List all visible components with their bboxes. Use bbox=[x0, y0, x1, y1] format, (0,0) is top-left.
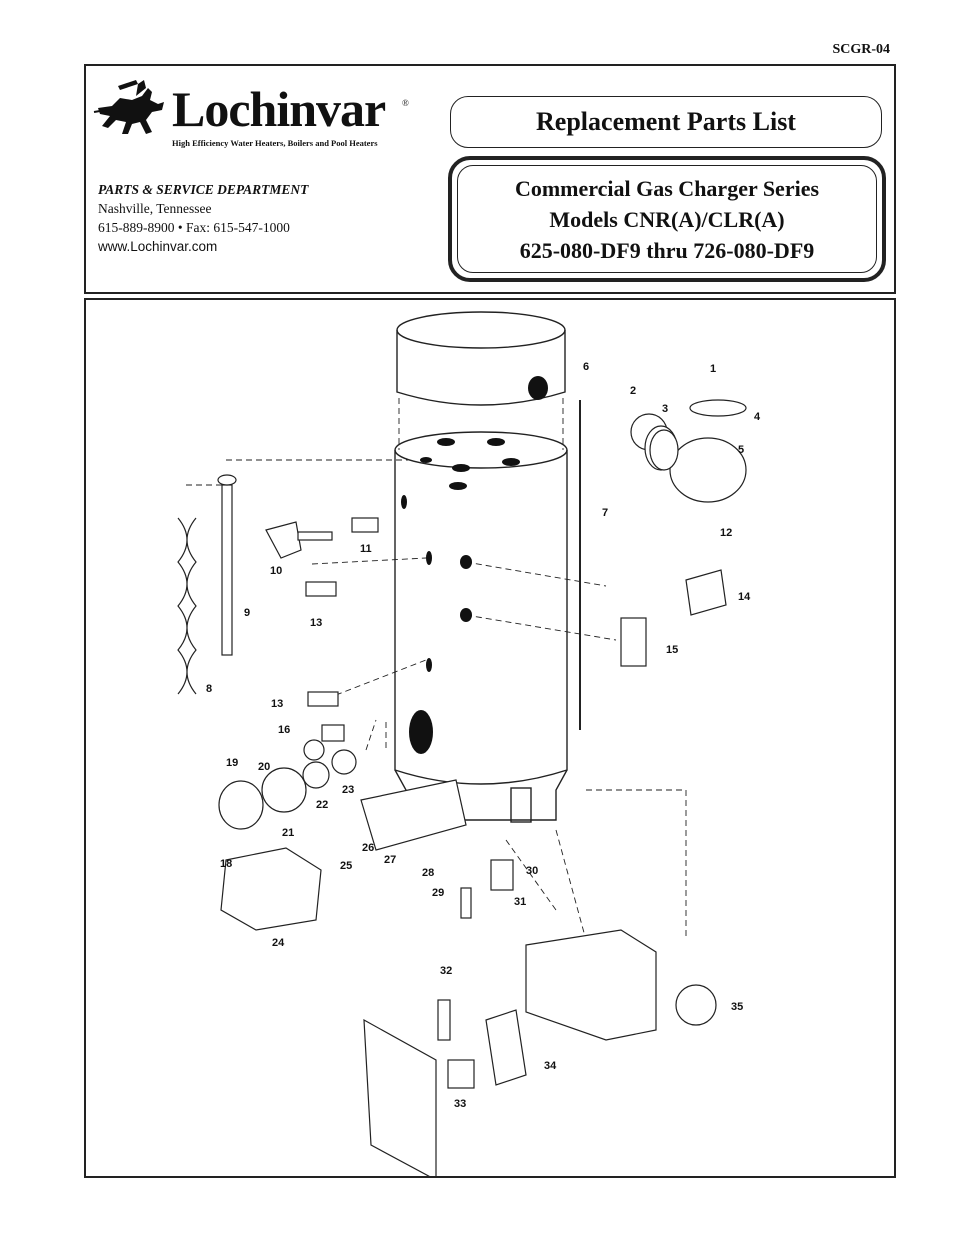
department-website[interactable]: www.Lochinvar.com bbox=[98, 239, 218, 254]
part-number-label: 16 bbox=[278, 724, 290, 736]
part-number-label: 9 bbox=[244, 607, 250, 619]
department-city: Nashville, Tennessee bbox=[98, 201, 212, 216]
part-number-label: 14 bbox=[738, 591, 751, 603]
part-number-label: 10 bbox=[270, 565, 282, 577]
series-line-1: Commercial Gas Charger Series bbox=[514, 175, 820, 201]
part-number-label: 4 bbox=[754, 411, 761, 423]
registered-mark: ® bbox=[402, 98, 409, 108]
part-number-label: 30 bbox=[526, 865, 538, 877]
part-number-label: 27 bbox=[384, 854, 396, 866]
brand-tagline: High Efficiency Water Heaters, Boilers a… bbox=[172, 138, 378, 148]
brand-logo: Lochinvar ® High Efficiency Water Heater… bbox=[92, 76, 422, 156]
series-line-3: 625-080-DF9 thru 726-080-DF9 bbox=[519, 237, 815, 263]
horse-rider-logo-icon bbox=[93, 80, 164, 134]
department-info: PARTS & SERVICE DEPARTMENT Nashville, Te… bbox=[98, 180, 308, 256]
part-number-label: 34 bbox=[544, 1060, 557, 1072]
part-number-label: 19 bbox=[226, 757, 238, 769]
department-phone: 615-889-8900 • Fax: 615-547-1000 bbox=[98, 220, 290, 235]
header-panel: Lochinvar ® High Efficiency Water Heater… bbox=[84, 64, 896, 294]
part-number-label: 29 bbox=[432, 887, 444, 899]
part-number-label: 3 bbox=[662, 403, 668, 415]
part-number-label: 7 bbox=[602, 507, 608, 519]
part-number-label: 12 bbox=[720, 527, 732, 539]
part-number-label: 13 bbox=[310, 617, 322, 629]
document-code: SCGR-04 bbox=[832, 42, 890, 57]
part-number-label: 26 bbox=[362, 842, 374, 854]
part-number-label: 32 bbox=[440, 965, 452, 977]
part-number-label: 2 bbox=[630, 385, 636, 397]
part-number-label: 6 bbox=[583, 361, 589, 373]
part-number-label: 23 bbox=[342, 784, 354, 796]
part-number-label: 35 bbox=[731, 1001, 743, 1013]
part-number-label: 8 bbox=[206, 683, 212, 695]
part-number-label: 1 bbox=[710, 363, 716, 375]
part-number-label: 15 bbox=[666, 644, 678, 656]
part-number-label: 24 bbox=[272, 937, 285, 949]
part-number-label: 31 bbox=[514, 896, 526, 908]
part-number-label: 25 bbox=[340, 860, 352, 872]
document-title: Replacement Parts List bbox=[450, 96, 882, 148]
part-number-label: 28 bbox=[422, 867, 434, 879]
part-number-label: 20 bbox=[258, 761, 270, 773]
part-number-label: 11 bbox=[360, 543, 372, 555]
part-number-label: 13 bbox=[271, 698, 283, 710]
series-line-2: Models CNR(A)/CLR(A) bbox=[549, 206, 785, 232]
department-title: PARTS & SERVICE DEPARTMENT bbox=[98, 182, 309, 197]
part-number-label: 5 bbox=[738, 444, 744, 456]
part-number-label: 33 bbox=[454, 1098, 466, 1110]
series-panel: Commercial Gas Charger Series Models CNR… bbox=[448, 156, 886, 282]
part-number-label: 21 bbox=[282, 827, 294, 839]
part-number-label: 22 bbox=[316, 799, 328, 811]
brand-name: Lochinvar bbox=[172, 81, 386, 137]
part-number-label: 18 bbox=[220, 858, 232, 870]
